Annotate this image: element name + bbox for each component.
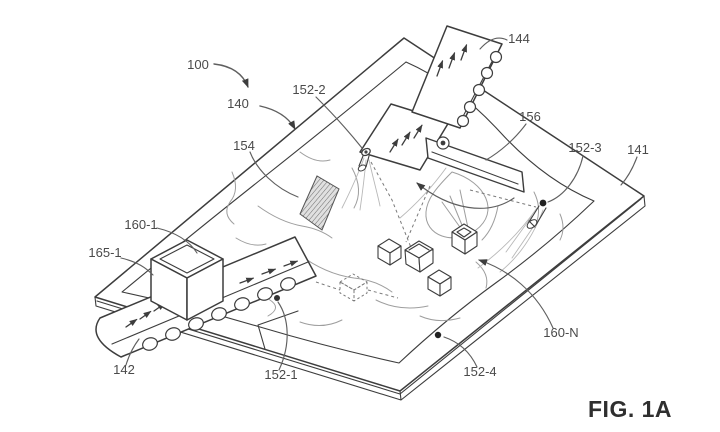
dashed-guide-lines bbox=[315, 161, 537, 299]
leader-144 bbox=[479, 37, 508, 50]
leader-152-2 bbox=[315, 96, 363, 149]
sensor-152-4-device bbox=[434, 331, 442, 339]
sensors-152 bbox=[274, 147, 547, 339]
leader-152-3 bbox=[547, 155, 584, 203]
item-cube bbox=[427, 269, 452, 297]
leader-141 bbox=[620, 156, 638, 186]
sensor-152-2-device bbox=[357, 147, 371, 172]
ref-label-152-4: 152-4 bbox=[463, 364, 496, 379]
calibration-marker-154 bbox=[299, 175, 340, 231]
ref-label-144: 144 bbox=[508, 31, 530, 46]
exit-belt-body bbox=[411, 25, 503, 129]
ref-label-156: 156 bbox=[519, 109, 541, 124]
platform-thickness-edge bbox=[94, 195, 646, 401]
flow-direction-arrows bbox=[436, 44, 468, 77]
flow-direction-arrows bbox=[389, 124, 423, 153]
leader-140 bbox=[259, 105, 296, 130]
leader-156 bbox=[485, 123, 527, 161]
ref-label-152-2: 152-2 bbox=[292, 82, 325, 97]
sensor-152-1-device bbox=[274, 295, 280, 301]
scattered-item-cubes bbox=[339, 223, 478, 302]
diverter-plate bbox=[425, 137, 525, 193]
item-cube-dashed bbox=[339, 273, 368, 302]
workspace-boundary-140 bbox=[121, 61, 595, 364]
platform-141 bbox=[94, 37, 646, 401]
leader-160-N bbox=[478, 259, 554, 329]
ref-label-165-1: 165-1 bbox=[88, 245, 121, 260]
flow-direction-arrows bbox=[125, 260, 299, 328]
item-cube bbox=[404, 240, 434, 273]
sensor-152-3-device bbox=[526, 199, 547, 229]
ref-label-100: 100 bbox=[187, 57, 209, 72]
leader-165-1 bbox=[120, 257, 154, 276]
leader-142 bbox=[125, 338, 140, 366]
conveyor-rollers bbox=[456, 50, 503, 128]
ref-label-140: 140 bbox=[227, 96, 249, 111]
leader-152-1 bbox=[277, 301, 288, 371]
conveyor-rollers bbox=[142, 277, 296, 351]
ref-label-152-1: 152-1 bbox=[264, 367, 297, 382]
leader-160-1 bbox=[156, 227, 198, 254]
leader-100 bbox=[213, 63, 249, 88]
ref-label-152-3: 152-3 bbox=[568, 140, 601, 155]
container-box-165-1 bbox=[150, 239, 224, 321]
diverter-swing-arc bbox=[416, 182, 515, 209]
leader-154 bbox=[249, 151, 299, 198]
exit-conveyor-144 bbox=[359, 25, 503, 171]
item-cube bbox=[451, 223, 478, 255]
ref-label-160-N: 160-N bbox=[543, 325, 578, 340]
item-cube bbox=[377, 238, 402, 266]
box-open-top bbox=[159, 244, 215, 274]
diverter-plate-edge bbox=[431, 151, 519, 185]
diverter-156 bbox=[416, 136, 525, 209]
leader-152-4 bbox=[443, 336, 478, 368]
ref-label-142: 142 bbox=[113, 362, 135, 377]
ref-label-160-1: 160-1 bbox=[124, 217, 157, 232]
leader-lines bbox=[120, 37, 638, 371]
content-squiggles bbox=[226, 151, 564, 326]
ref-label-154: 154 bbox=[233, 138, 255, 153]
ref-label-141: 141 bbox=[627, 142, 649, 157]
reference-labels: 100 140 154 152-2 144 156 152-3 141 160-… bbox=[88, 31, 648, 382]
platform-notch-step bbox=[257, 310, 299, 350]
figure-caption: FIG. 1A bbox=[588, 396, 672, 422]
diverter-pivot-pin bbox=[440, 140, 446, 146]
